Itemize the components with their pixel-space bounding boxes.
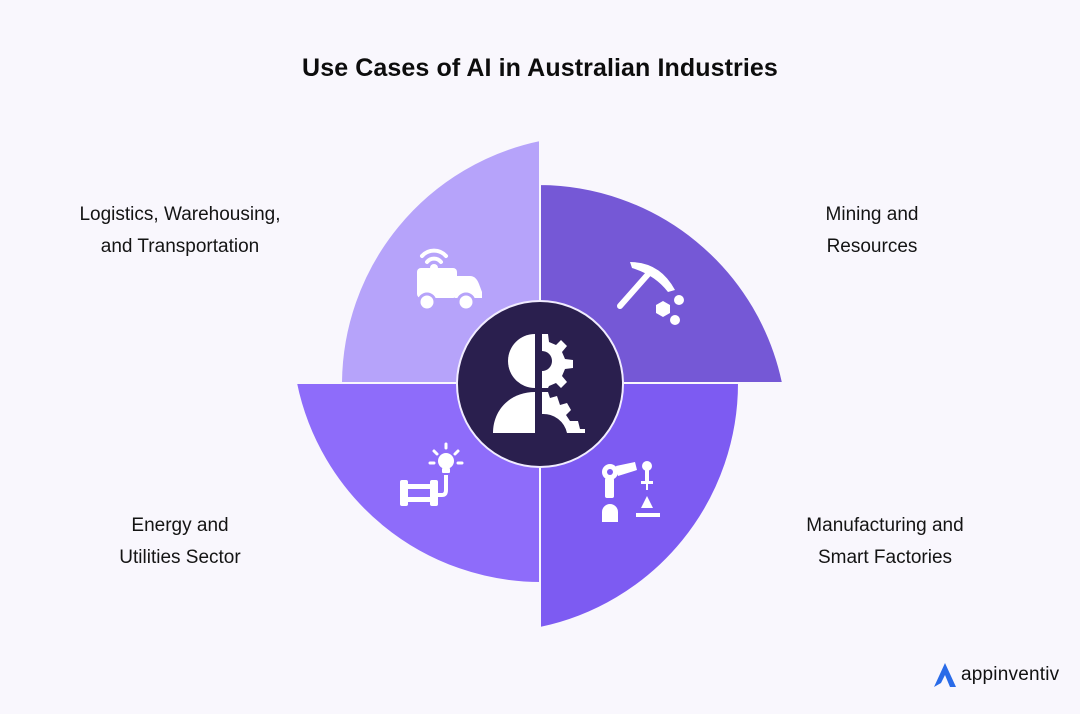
- robotic-arm-icon: [602, 461, 660, 522]
- lightbulb-pipe-icon: [400, 442, 464, 506]
- page-title: Use Cases of AI in Australian Industries: [302, 54, 778, 82]
- center-circle: [456, 300, 624, 468]
- human-gear-ai-icon: [493, 334, 585, 433]
- delivery-truck-wifi-icon: [417, 248, 482, 312]
- label-logistics: Logistics, Warehousing, and Transportati…: [79, 204, 281, 257]
- pickaxe-ore-icon: [617, 262, 684, 325]
- label-energy: Energy and Utilities Sector: [119, 515, 241, 568]
- label-manufacturing: Manufacturing and Smart Factories: [806, 515, 964, 568]
- logo-a-icon: [934, 663, 956, 687]
- appinventiv-logo: appinventiv: [932, 661, 1059, 689]
- label-mining: Mining and Resources: [825, 204, 919, 257]
